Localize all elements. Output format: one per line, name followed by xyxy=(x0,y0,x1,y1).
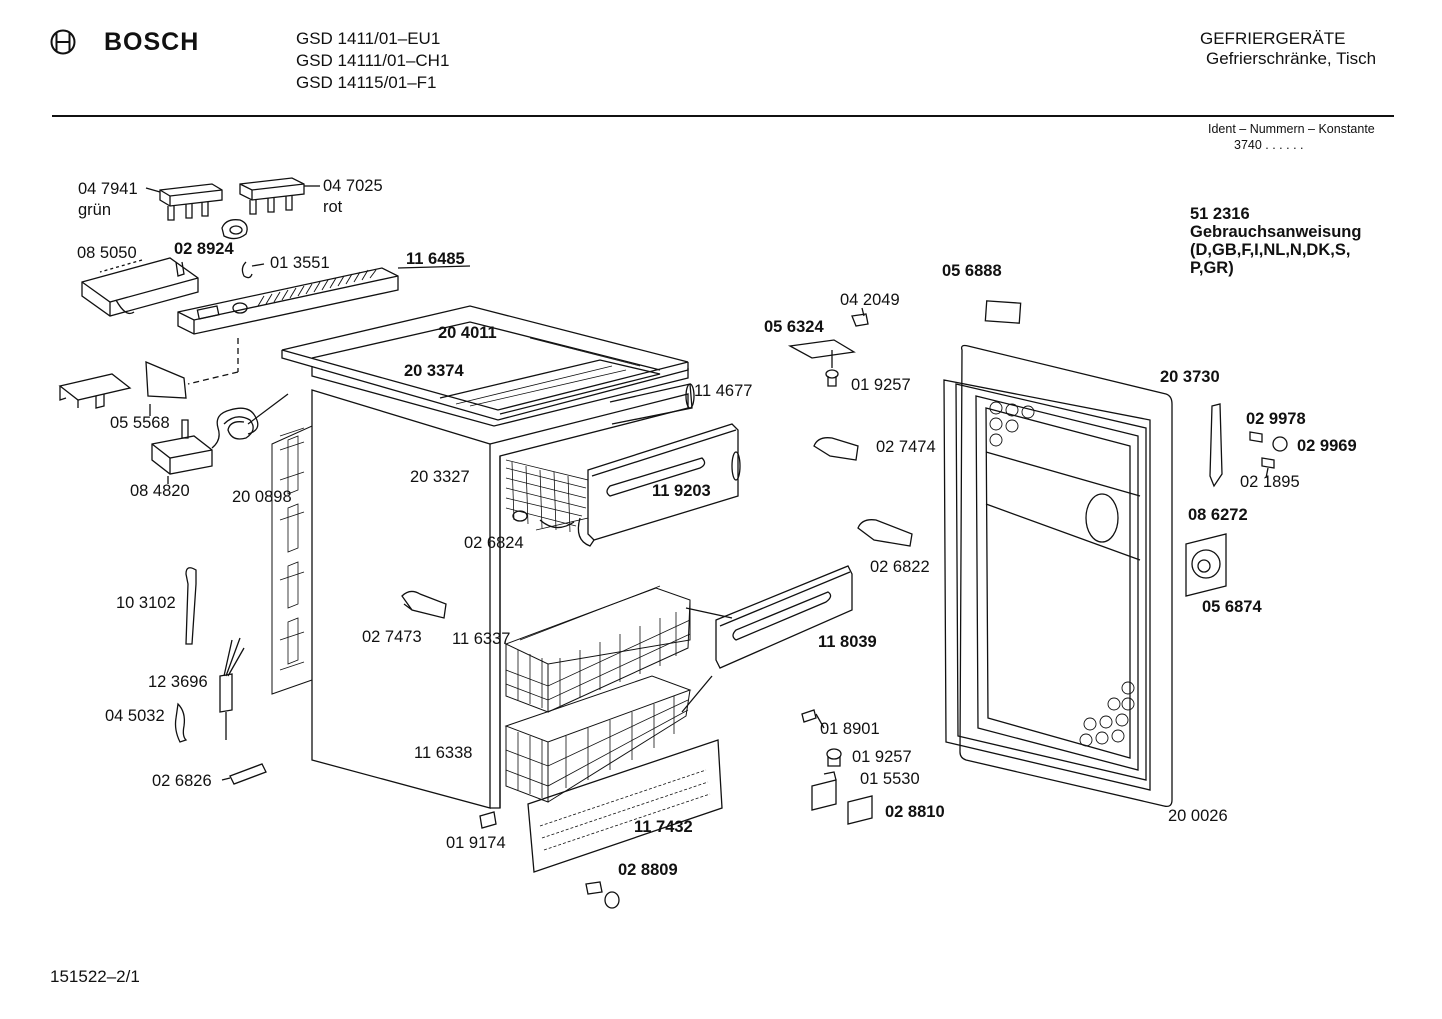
part-color-note: rot xyxy=(323,198,343,216)
screw-029978-part xyxy=(1250,432,1262,442)
category-subtitle: Gefrierschränke, Tisch xyxy=(1206,49,1377,68)
category-title: GEFRIERGERÄTE xyxy=(1200,29,1346,48)
screw-018901-part xyxy=(802,710,824,728)
part-label: 04 7941 xyxy=(78,180,138,198)
label-plate-part xyxy=(985,301,1020,323)
hinge-086272-part xyxy=(1210,404,1222,486)
part-label: 11 9203 xyxy=(652,482,711,500)
part-label: 08 5050 xyxy=(77,244,137,262)
round-cover-part xyxy=(1186,534,1226,596)
part-label: 01 3551 xyxy=(270,254,330,272)
freezer-flap-part xyxy=(578,424,740,546)
lamp-green-part xyxy=(146,184,222,220)
part-label: 01 5530 xyxy=(860,770,920,788)
door-part xyxy=(944,346,1172,807)
part-label: 02 7473 xyxy=(362,628,422,646)
handle-027474-part xyxy=(814,438,858,460)
condenser-part xyxy=(272,426,312,694)
screw-part xyxy=(586,882,619,908)
hinge-plate-part xyxy=(790,340,854,368)
part-label: 08 6272 xyxy=(1188,506,1248,524)
part-label: 02 1895 xyxy=(1240,473,1300,491)
cabinet-body xyxy=(282,306,852,872)
pin-019257b-part xyxy=(827,749,841,766)
lamp-red-part xyxy=(240,178,320,214)
part-label: 01 9257 xyxy=(852,748,912,766)
drawer-front-part xyxy=(716,566,852,668)
part-label: 11 6485 xyxy=(406,250,465,268)
part-label: 02 8924 xyxy=(174,240,234,258)
part-label: 20 3730 xyxy=(1160,368,1220,386)
handle-026822-part xyxy=(858,520,912,546)
small-clip-part xyxy=(242,262,264,278)
part-label: 08 4820 xyxy=(130,482,190,500)
connector-part xyxy=(222,764,266,784)
thermostat-part xyxy=(152,394,288,484)
part-label: 04 7025 xyxy=(323,177,383,195)
part-label: 02 8810 xyxy=(885,803,945,821)
part-label: 02 6822 xyxy=(870,558,930,576)
model-number-1: GSD 1411/01–EU1 xyxy=(296,29,441,48)
part-label: 11 6337 xyxy=(452,630,511,648)
part-label: 02 6824 xyxy=(464,534,524,552)
manual-number: 51 2316 xyxy=(1190,205,1250,223)
cap-029969-part xyxy=(1273,437,1287,451)
manual-languages-1: (D,GB,F,I,NL,N,DK,S, xyxy=(1190,241,1351,259)
vent-grille-part xyxy=(528,740,722,872)
ident-value: 3740 . . . . . . xyxy=(1234,138,1304,152)
part-label: 20 4011 xyxy=(438,324,497,342)
clip-part xyxy=(222,220,247,239)
clip-042049-part xyxy=(852,308,868,326)
part-label: 04 5032 xyxy=(105,707,165,725)
part-color-note: grün xyxy=(78,201,112,219)
ident-label: Ident – Nummern – Konstante xyxy=(1208,122,1375,136)
part-label: 11 7432 xyxy=(634,818,693,836)
hinge-015530-part xyxy=(812,772,836,810)
screw-021895-part xyxy=(1262,458,1274,478)
part-label: 02 7474 xyxy=(876,438,936,456)
part-label: 02 8809 xyxy=(618,861,678,879)
part-label: 10 3102 xyxy=(116,594,176,612)
upper-basket-part xyxy=(506,586,690,712)
control-panel-part xyxy=(178,266,470,384)
manual-languages-2: P,GR) xyxy=(1190,259,1234,277)
part-label: 12 3696 xyxy=(148,673,208,691)
brand-name: BOSCH xyxy=(104,28,200,56)
hose-part xyxy=(176,704,187,742)
model-number-3: GSD 14115/01–F1 xyxy=(296,73,437,92)
drain-tube-part xyxy=(186,568,196,644)
part-label: 05 5568 xyxy=(110,414,170,432)
part-label: 20 0898 xyxy=(232,488,292,506)
tray-part xyxy=(82,258,198,316)
hinge-028810-part xyxy=(848,796,872,824)
part-label: 20 3374 xyxy=(404,362,464,380)
bosch-logo-icon xyxy=(52,31,75,54)
part-label: 11 8039 xyxy=(818,633,877,651)
part-label: 05 6874 xyxy=(1202,598,1262,616)
part-label: 01 9257 xyxy=(851,376,911,394)
part-label: 02 9969 xyxy=(1297,437,1357,455)
lower-basket-part xyxy=(506,676,690,802)
part-label: 20 3327 xyxy=(410,468,470,486)
sheet-number: 151522–2/1 xyxy=(50,967,140,986)
part-label: 11 6338 xyxy=(414,744,473,762)
part-label: 04 2049 xyxy=(840,291,900,309)
manual-title: Gebrauchsanweisung xyxy=(1190,223,1362,241)
model-number-2: GSD 14111/01–CH1 xyxy=(296,51,450,70)
part-label: 01 8901 xyxy=(820,720,880,738)
bracket-part xyxy=(60,362,186,416)
part-label: 20 0026 xyxy=(1168,807,1228,825)
part-label: 01 9174 xyxy=(446,834,506,852)
part-label: 02 6826 xyxy=(152,772,212,790)
hinge-cover-part xyxy=(402,591,446,618)
part-label: 05 6324 xyxy=(764,318,824,336)
sensor-part xyxy=(220,638,244,740)
part-label: 02 9978 xyxy=(1246,410,1306,428)
part-label: 05 6888 xyxy=(942,262,1002,280)
pin-019257-part xyxy=(826,370,838,386)
part-label: 11 4677 xyxy=(694,382,753,400)
